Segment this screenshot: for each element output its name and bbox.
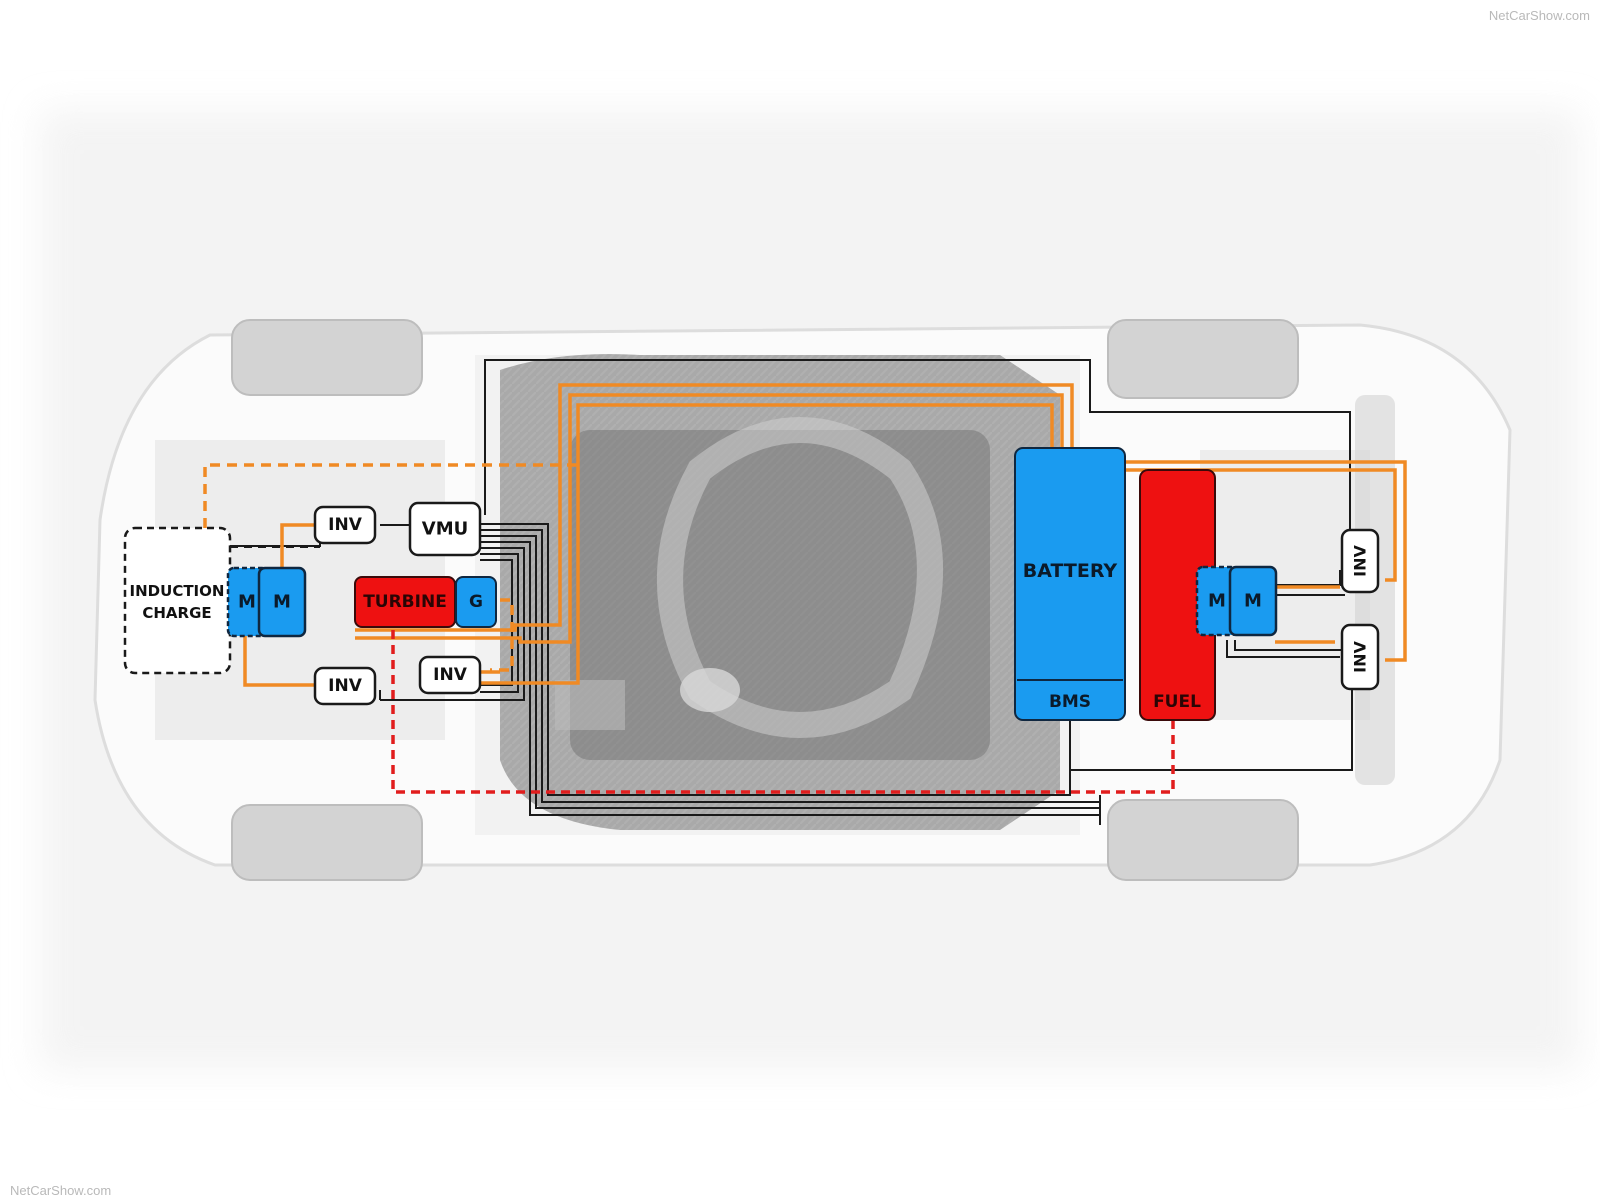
battery-label: BATTERY bbox=[1023, 560, 1118, 582]
vmu-label: VMU bbox=[422, 519, 468, 540]
power-wiring bbox=[243, 383, 1407, 687]
turbine-label: TURBINE bbox=[363, 592, 447, 612]
induction-charge-label-line1: INDUCTION bbox=[130, 582, 225, 600]
inv-bottom-left-label: INV bbox=[328, 676, 363, 696]
wheel-rear-right bbox=[1107, 799, 1299, 881]
wheel-front-left bbox=[231, 319, 423, 396]
inv-rear-bottom-label: INV bbox=[1351, 641, 1370, 673]
front-motor-pair: M M bbox=[226, 566, 307, 638]
watermark-bottom: NetCarShow.com bbox=[10, 1183, 112, 1198]
vmu-unit: VMU bbox=[408, 501, 482, 557]
generator-label: G bbox=[469, 592, 483, 612]
induction-charge-label-line2: CHARGE bbox=[142, 604, 211, 622]
inv-bottom-mid-label: INV bbox=[433, 665, 468, 685]
induction-charge-unit: INDUCTION CHARGE bbox=[123, 526, 232, 675]
inv-bottom-mid-unit: INV bbox=[418, 655, 482, 695]
wheels bbox=[231, 319, 1299, 881]
inv-rear-top-label: INV bbox=[1351, 545, 1370, 577]
wheel-front-right bbox=[231, 804, 423, 881]
fuel-label: FUEL bbox=[1153, 692, 1201, 712]
watermark-top: NetCarShow.com bbox=[1488, 8, 1590, 23]
inv-top-unit: INV bbox=[313, 505, 377, 545]
rear-motor-pair: M M bbox=[1195, 565, 1278, 637]
front-motor-a-label: M bbox=[238, 592, 256, 613]
induction-link bbox=[203, 463, 577, 672]
battery-unit: BATTERY BMS bbox=[1014, 447, 1126, 721]
generator-unit: G bbox=[455, 576, 497, 628]
fuel-line bbox=[391, 630, 1175, 794]
wheel-rear-left bbox=[1107, 319, 1299, 399]
bms-label: BMS bbox=[1049, 692, 1091, 712]
car-body-background bbox=[40, 110, 1580, 1070]
front-motor-b-label: M bbox=[273, 592, 291, 613]
rear-motor-a-label: M bbox=[1208, 591, 1226, 612]
signal-wiring bbox=[230, 359, 1353, 825]
rear-motor-b-label: M bbox=[1244, 591, 1262, 612]
turbine-unit: TURBINE bbox=[354, 576, 456, 628]
inv-rear-bottom-unit: INV bbox=[1340, 623, 1380, 691]
inv-bottom-left-unit: INV bbox=[313, 666, 377, 706]
fuel-tank-unit: FUEL bbox=[1139, 469, 1216, 721]
inv-rear-top-unit: INV bbox=[1340, 528, 1380, 594]
inv-top-label: INV bbox=[328, 515, 363, 535]
